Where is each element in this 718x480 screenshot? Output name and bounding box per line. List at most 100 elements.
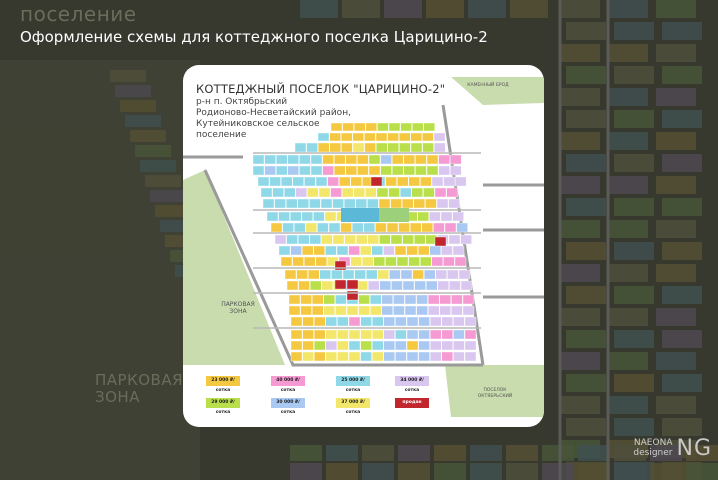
- kamenny-brod-label: КАМЕННЫЙ БРОД: [467, 83, 509, 88]
- plot: [408, 256, 420, 267]
- plot: [433, 222, 445, 233]
- plot: [464, 316, 477, 327]
- plot: [423, 187, 435, 198]
- plot: [460, 234, 472, 245]
- plot: [323, 305, 336, 316]
- plot: [453, 316, 465, 327]
- plot: [309, 198, 321, 209]
- plot: [375, 222, 387, 233]
- plot: [410, 132, 423, 142]
- plot: [446, 187, 458, 198]
- plot-sold: [434, 236, 447, 247]
- plot: [353, 187, 366, 198]
- plot: [360, 316, 372, 327]
- plot: [423, 122, 436, 132]
- plot: [352, 132, 365, 142]
- plot: [396, 176, 409, 187]
- plot: [393, 305, 405, 316]
- plot: [355, 234, 368, 245]
- plot: [317, 142, 330, 153]
- plot: [406, 351, 419, 362]
- legend-price-30000: 30 000 ₽/сотка: [271, 398, 305, 415]
- plot: [426, 154, 439, 165]
- plot: [423, 269, 436, 280]
- plot: [346, 305, 359, 316]
- plot: [378, 198, 391, 209]
- plot: [379, 280, 392, 291]
- plot: [383, 351, 396, 362]
- plot: [418, 329, 430, 340]
- plot: [302, 351, 314, 362]
- plot: [395, 316, 407, 327]
- plot: [290, 340, 303, 351]
- plot: [311, 305, 324, 316]
- plot: [299, 154, 311, 165]
- plot: [337, 316, 349, 327]
- plot: [335, 305, 347, 316]
- legend-price-29000: 29 000 ₽/сотка: [206, 398, 240, 415]
- plot: [371, 329, 384, 340]
- plot: [402, 234, 414, 245]
- plot: [388, 187, 400, 198]
- plot: [309, 234, 322, 245]
- plot: [429, 340, 442, 351]
- plot: [274, 198, 286, 209]
- plot: [400, 269, 413, 280]
- plot: [444, 222, 457, 233]
- plot: [322, 165, 334, 176]
- plot: [331, 269, 343, 280]
- plot: [406, 340, 419, 351]
- plot: [436, 198, 449, 209]
- legend-price-25000: 25 000 ₽/сотка: [336, 376, 370, 393]
- plot: [333, 154, 346, 165]
- plot: [453, 351, 465, 362]
- plot: [388, 122, 401, 132]
- plot: [270, 222, 283, 233]
- plot: [351, 222, 364, 233]
- plot: [383, 316, 396, 327]
- plot: [266, 211, 279, 222]
- plot: [376, 187, 389, 198]
- plot: [383, 329, 396, 340]
- watermark-line-2: designer: [633, 448, 673, 458]
- plot: [272, 187, 284, 198]
- plot: [438, 165, 450, 176]
- plot: [409, 222, 422, 233]
- plot: [404, 294, 417, 305]
- plot: [443, 176, 455, 187]
- plot: [282, 222, 294, 233]
- plot: [398, 222, 410, 233]
- outer-road: [203, 169, 483, 367]
- plot: [325, 245, 337, 256]
- plot: [462, 294, 475, 305]
- plot: [355, 198, 368, 209]
- plot: [307, 269, 320, 280]
- plot: [426, 165, 439, 176]
- plot: [458, 269, 471, 280]
- plot: [373, 256, 386, 267]
- plot: [464, 329, 477, 340]
- plot: [298, 280, 310, 291]
- page-headline: Оформление схемы для коттеджного поселка…: [20, 28, 488, 46]
- plot: [305, 222, 318, 233]
- plot-sold: [346, 290, 359, 301]
- plot: [417, 245, 430, 256]
- plot: [450, 165, 462, 176]
- plot: [337, 329, 349, 340]
- plot: [371, 340, 384, 351]
- plot: [260, 187, 273, 198]
- legend-price-37000: 37 000 ₽/сотка: [336, 398, 370, 415]
- plot: [357, 165, 369, 176]
- plot: [301, 211, 314, 222]
- plot: [448, 198, 460, 209]
- plot: [435, 269, 448, 280]
- plot: [315, 176, 328, 187]
- plot: [280, 256, 293, 267]
- plot: [333, 165, 346, 176]
- plot: [345, 165, 358, 176]
- plot: [342, 269, 355, 280]
- plot: [419, 256, 432, 267]
- kamenny-brod-area: [451, 77, 544, 105]
- plot: [439, 305, 451, 316]
- plot: [369, 294, 382, 305]
